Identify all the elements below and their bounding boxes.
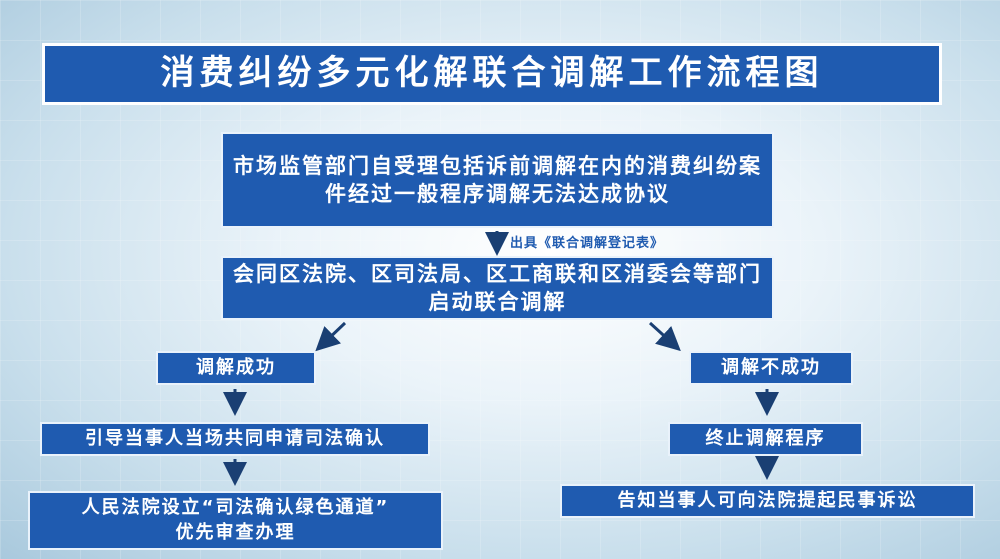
step-accept-case-text: 市场监管部门自受理包括诉前调解在内的消费纠纷案件经过一般程序调解无法达成协议 <box>233 153 762 206</box>
arrow-step2-to-success <box>315 321 347 352</box>
terminate-mediation-box: 终止调解程序 <box>668 422 863 456</box>
step-accept-case: 市场监管部门自受理包括诉前调解在内的消费纠纷案件经过一般程序调解无法达成协议 <box>221 132 774 228</box>
mediation-failure-box: 调解不成功 <box>689 351 853 385</box>
arrow-step2-to-failure <box>648 321 681 352</box>
green-channel-line1: 人民法院设立“司法确认绿色通道” <box>81 497 390 519</box>
judicial-confirmation-text: 引导当事人当场共同申请司法确认 <box>85 427 385 449</box>
mediation-success-label: 调解成功 <box>196 356 276 378</box>
page-title: 消费纠纷多元化解联合调解工作流程图 <box>42 43 942 105</box>
civil-lawsuit-text: 告知当事人可向法院提起民事诉讼 <box>617 489 918 511</box>
green-channel-box: 人民法院设立“司法确认绿色通道” 优先审查办理 <box>28 491 443 550</box>
civil-lawsuit-box: 告知当事人可向法院提起民事诉讼 <box>560 484 975 518</box>
step-joint-mediation-text: 会同区法院、区司法局、区工商联和区消委会等部门启动联合调解 <box>233 261 762 314</box>
mediation-success-box: 调解成功 <box>156 351 316 385</box>
title-text: 消费纠纷多元化解联合调解工作流程图 <box>160 53 824 94</box>
registration-form-note: 出具《联合调解登记表》 <box>510 236 665 251</box>
terminate-mediation-text: 终止调解程序 <box>705 427 826 449</box>
judicial-confirmation-box: 引导当事人当场共同申请司法确认 <box>40 422 430 456</box>
green-channel-line2: 优先审查办理 <box>175 521 296 543</box>
step-joint-mediation: 会同区法院、区司法局、区工商联和区消委会等部门启动联合调解 <box>221 256 774 320</box>
mediation-failure-label: 调解不成功 <box>721 356 821 378</box>
